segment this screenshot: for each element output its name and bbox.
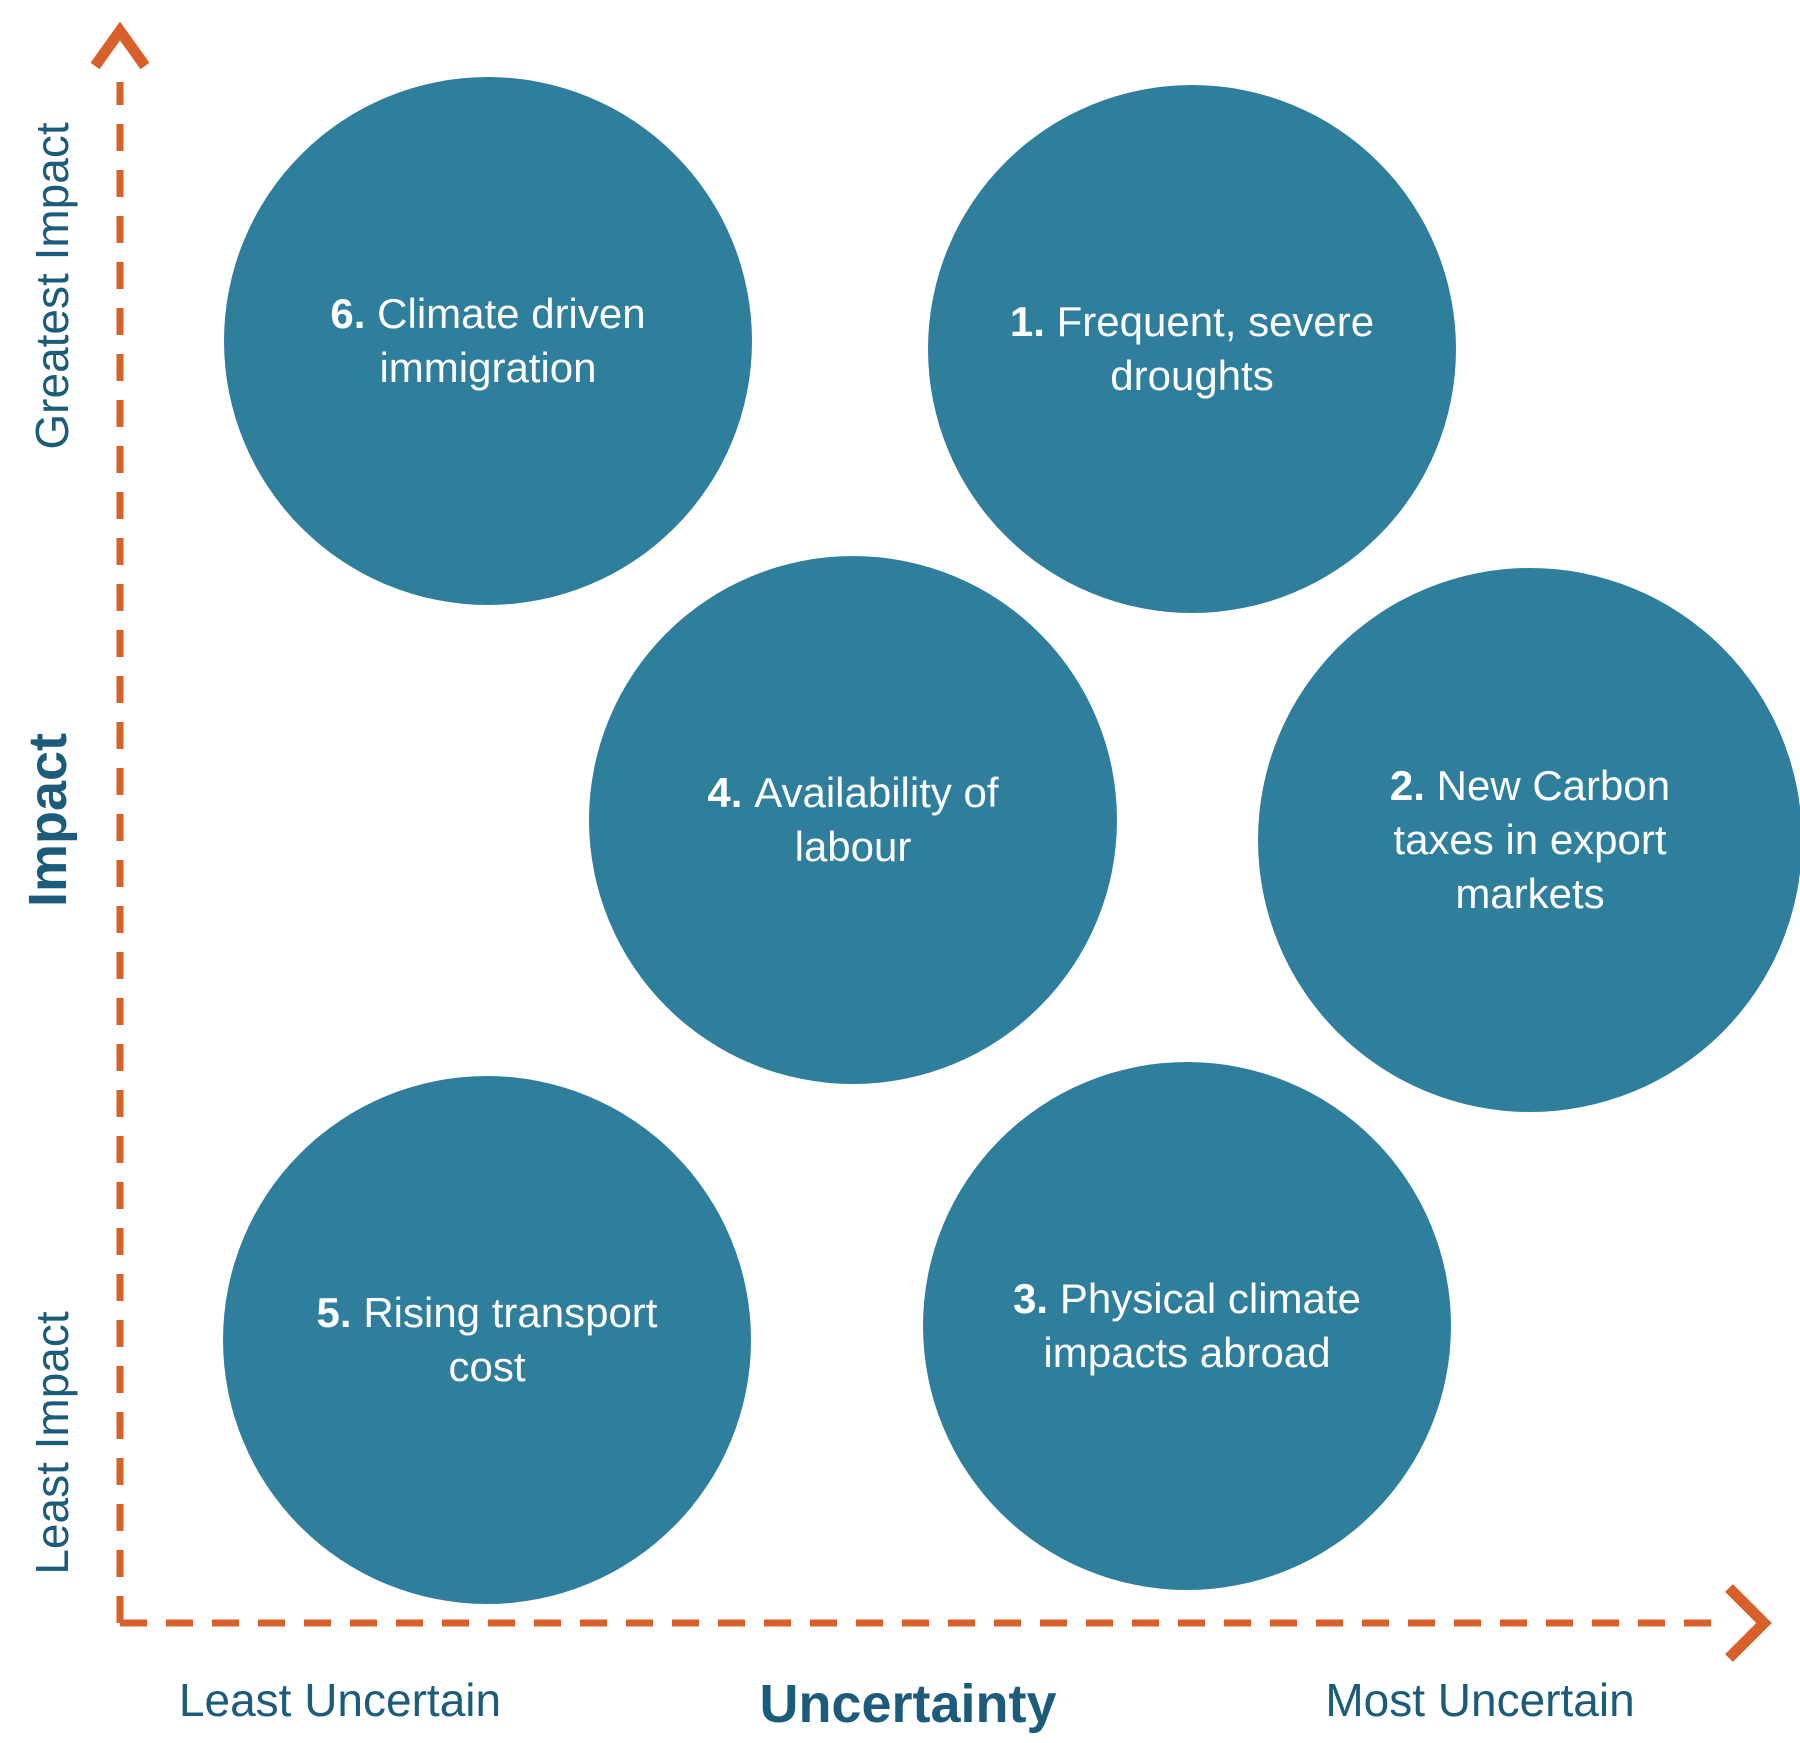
bubble-physical-climate-impacts: 3.Physical climate impacts abroad <box>923 1062 1451 1590</box>
bubble-new-carbon-taxes: 2.New Carbon taxes in export markets <box>1258 568 1800 1112</box>
bubble-rising-transport-cost: 5.Rising transport cost <box>223 1076 751 1604</box>
x-axis-right-label: Most Uncertain <box>1325 1674 1635 1726</box>
bubble-number: 5. <box>316 1289 352 1336</box>
bubble-number: 6. <box>330 290 366 337</box>
bubble-label: 1.Frequent, severe droughts <box>1009 298 1375 399</box>
bubble-label: 3.Physical climate impacts abroad <box>1013 1275 1361 1376</box>
y-axis-top-label: Greatest Impact <box>26 122 78 450</box>
y-axis-arrowhead <box>90 21 150 70</box>
bubble-label: 5.Rising transport cost <box>316 1289 658 1390</box>
bubble-number: 1. <box>1009 298 1045 345</box>
bubble-label: 6.Climate driven immigration <box>330 290 646 391</box>
x-axis-arrowhead <box>1725 1584 1772 1662</box>
bubble-number: 3. <box>1013 1275 1049 1322</box>
bubble-frequent-severe-droughts: 1.Frequent, severe droughts <box>928 85 1456 613</box>
bubble-number: 4. <box>707 769 743 816</box>
y-axis-title: Impact <box>18 732 78 908</box>
bubble-number: 2. <box>1389 762 1425 809</box>
y-axis-bottom-label: Least Impact <box>26 1311 78 1575</box>
x-axis-left-label: Least Uncertain <box>178 1674 502 1726</box>
bubble-availability-of-labour: 4.Availability of labour <box>589 556 1117 1084</box>
bubble-label: 4.Availability of labour <box>707 769 999 870</box>
bubble-label: 2.New Carbon taxes in export markets <box>1389 762 1671 917</box>
x-axis-title: Uncertainty <box>759 1674 1057 1734</box>
bubble-climate-driven-immigration: 6.Climate driven immigration <box>224 77 752 605</box>
